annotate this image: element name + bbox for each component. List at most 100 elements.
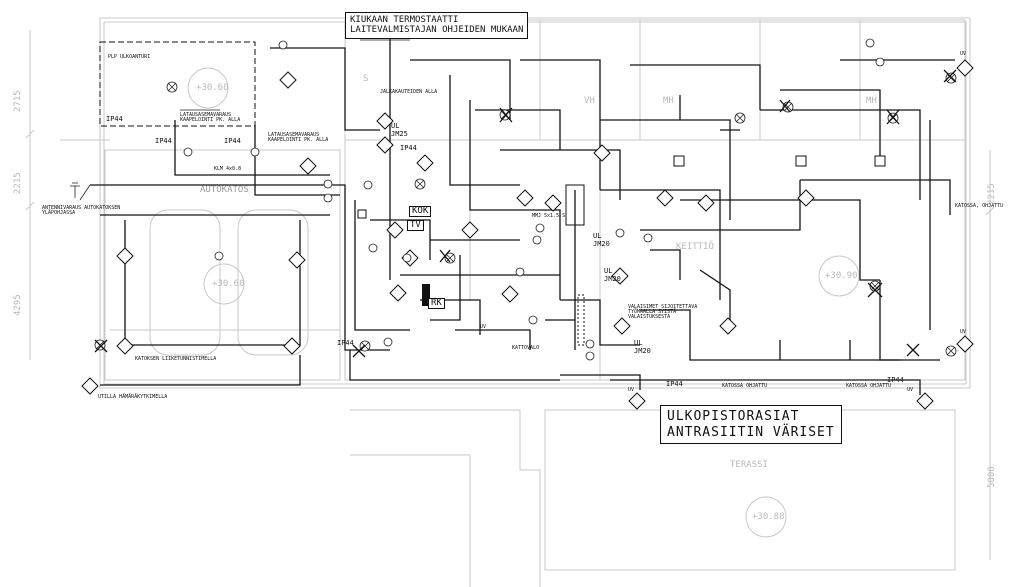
level-terrace: +30.88 [752, 512, 785, 522]
cross-symbol-3 [867, 282, 883, 298]
wiring-layer [79, 25, 955, 395]
ip44-label-4: IP44 [337, 339, 354, 347]
charging-note-2: LATAUSASEMAVARAUS KAAPELOINTI PK. ALLA [268, 132, 329, 143]
cross-symbol-4 [779, 99, 791, 113]
cross-symbol-6 [352, 344, 366, 358]
switch-symbol-16 [875, 57, 885, 67]
outdoor-sockets-line-2: ANTRASIITIN VÄRISET [667, 424, 835, 440]
cross-symbol-9 [943, 69, 957, 83]
switch-symbol-7 [368, 243, 378, 253]
cross-symbol-1 [499, 107, 513, 123]
room-terrace: TERASSI [730, 460, 768, 470]
junction-box-2 [795, 155, 807, 167]
lamp-symbol-4 [444, 252, 456, 264]
level-kitchen: +30.90 [825, 271, 858, 281]
switch-symbol-2 [183, 147, 193, 157]
thermostat-note: KIUKAAN TERMOSTAATTI LAITEVALMISTAJAN OH… [345, 12, 529, 39]
switch-symbol-11 [515, 267, 525, 277]
katossa-ohjattu-2: KATOSSA OHJATTU [722, 383, 768, 389]
diamond-symbol-8 [376, 136, 394, 154]
katossa-ohjattu-3: KATOSSA OHJATTU [846, 383, 892, 389]
diamond-symbol-24 [956, 59, 974, 77]
diamond-symbol-6 [283, 337, 301, 355]
diamond-symbol-22 [613, 317, 631, 335]
switch-symbol-8 [402, 253, 412, 263]
outdoor-sockets-line-1: ULKOPISTORASIAT [667, 409, 800, 424]
switch-symbol-17 [615, 228, 625, 238]
switch-symbol-15 [865, 38, 875, 48]
room-s: S [363, 74, 369, 84]
room-mh-2: MH [866, 96, 877, 106]
katossa-ohjattu-1: KATOSSA, OHJATTU [955, 203, 1004, 209]
ul-jm25-label-top: UL [391, 122, 400, 130]
diamond-symbol-26 [916, 392, 934, 410]
switch-symbol-5 [323, 193, 333, 203]
dimension-5000: 5000 [987, 466, 997, 488]
diamond-symbol-27 [628, 392, 646, 410]
junction-box-4 [357, 209, 367, 219]
carport-lighting-note: KATOKSEN LIIKETUNNISTIMELLA [135, 356, 217, 362]
lamp-symbol-1 [166, 81, 178, 93]
uv-label-5: UV [480, 324, 487, 330]
kattovalo-note: KATTOVALO [512, 345, 540, 351]
uv-label-4: UV [628, 387, 635, 393]
ul-jm20-1-top: UL [593, 232, 602, 240]
ul-jm20-label-2: UL JM20 [604, 267, 621, 283]
switch-symbol-20 [585, 351, 595, 361]
ul-jm25-label: UL JM25 [391, 122, 408, 138]
mmj-cable-note: MMJ 5x1.5 S [532, 213, 566, 219]
level-carport: +30.60 [212, 279, 245, 289]
ul-jm20-3-top: UL [634, 339, 643, 347]
ip44-label-5: IP44 [666, 380, 683, 388]
lamp-symbol-11 [945, 72, 957, 84]
switch-symbol-13 [383, 337, 393, 347]
diamond-symbol-20 [797, 189, 815, 207]
switch-symbol-6 [363, 180, 373, 190]
ip44-label-6: IP44 [887, 376, 904, 384]
cross-symbol-8 [906, 343, 920, 357]
diamond-symbol-15 [516, 189, 534, 207]
ip44-label-3: IP44 [224, 137, 241, 145]
diamond-symbol-7 [376, 112, 394, 130]
junction-box-3 [874, 155, 886, 167]
diamond-symbol-18 [656, 189, 674, 207]
room-tv: TV [407, 220, 424, 231]
ul-jm20-3-bottom: JM20 [634, 346, 651, 355]
plp-outdoor-note: PLP ULKOANTURI [108, 54, 151, 60]
diamond-symbol-21 [611, 267, 629, 285]
switch-symbol-9 [535, 223, 545, 233]
diamond-symbol-14 [501, 285, 519, 303]
diamond-symbol-13 [461, 221, 479, 239]
switch-symbol-3 [250, 147, 260, 157]
diamond-symbol-3 [116, 247, 134, 265]
diamond-symbol-1 [279, 71, 297, 89]
diamond-symbol-17 [593, 144, 611, 162]
dimension-2215-right: 2215 [987, 183, 997, 205]
diamond-symbol-25 [956, 335, 974, 353]
lamp-symbol-5 [734, 112, 746, 124]
switch-symbol-1 [278, 40, 288, 50]
symbols-layer [70, 38, 974, 410]
room-mh-1: MH [663, 96, 674, 106]
switch-symbol-18 [643, 233, 653, 243]
level-carport-top: +30.60 [196, 83, 229, 93]
diamond-symbol-5 [116, 337, 134, 355]
uv-label-3: UV [907, 387, 914, 393]
ip44-label-2: IP44 [155, 137, 172, 145]
ul-jm20-1-bottom: JM20 [593, 239, 610, 248]
uv-label-1: UV [960, 51, 967, 57]
thermostat-note-line-2: LAITEVALMISTAJAN OHJEIDEN MUKAAN [350, 25, 524, 36]
dimension-2215: 2215 [13, 172, 23, 194]
dimension-2715: 2715 [13, 90, 23, 112]
room-kitchen: KEITTIÖ [676, 242, 714, 252]
ul-jm20-2-top: UL [604, 267, 613, 275]
antenna-symbol [70, 182, 80, 198]
switch-symbol-14 [214, 251, 224, 261]
diamond-symbol-23 [719, 317, 737, 335]
diamond-symbol-12 [389, 284, 407, 302]
panel-block-1 [565, 184, 585, 226]
switch-symbol-4 [323, 179, 333, 189]
lamp-symbol-8 [869, 280, 881, 292]
ip44-label-7: IP44 [400, 144, 417, 152]
